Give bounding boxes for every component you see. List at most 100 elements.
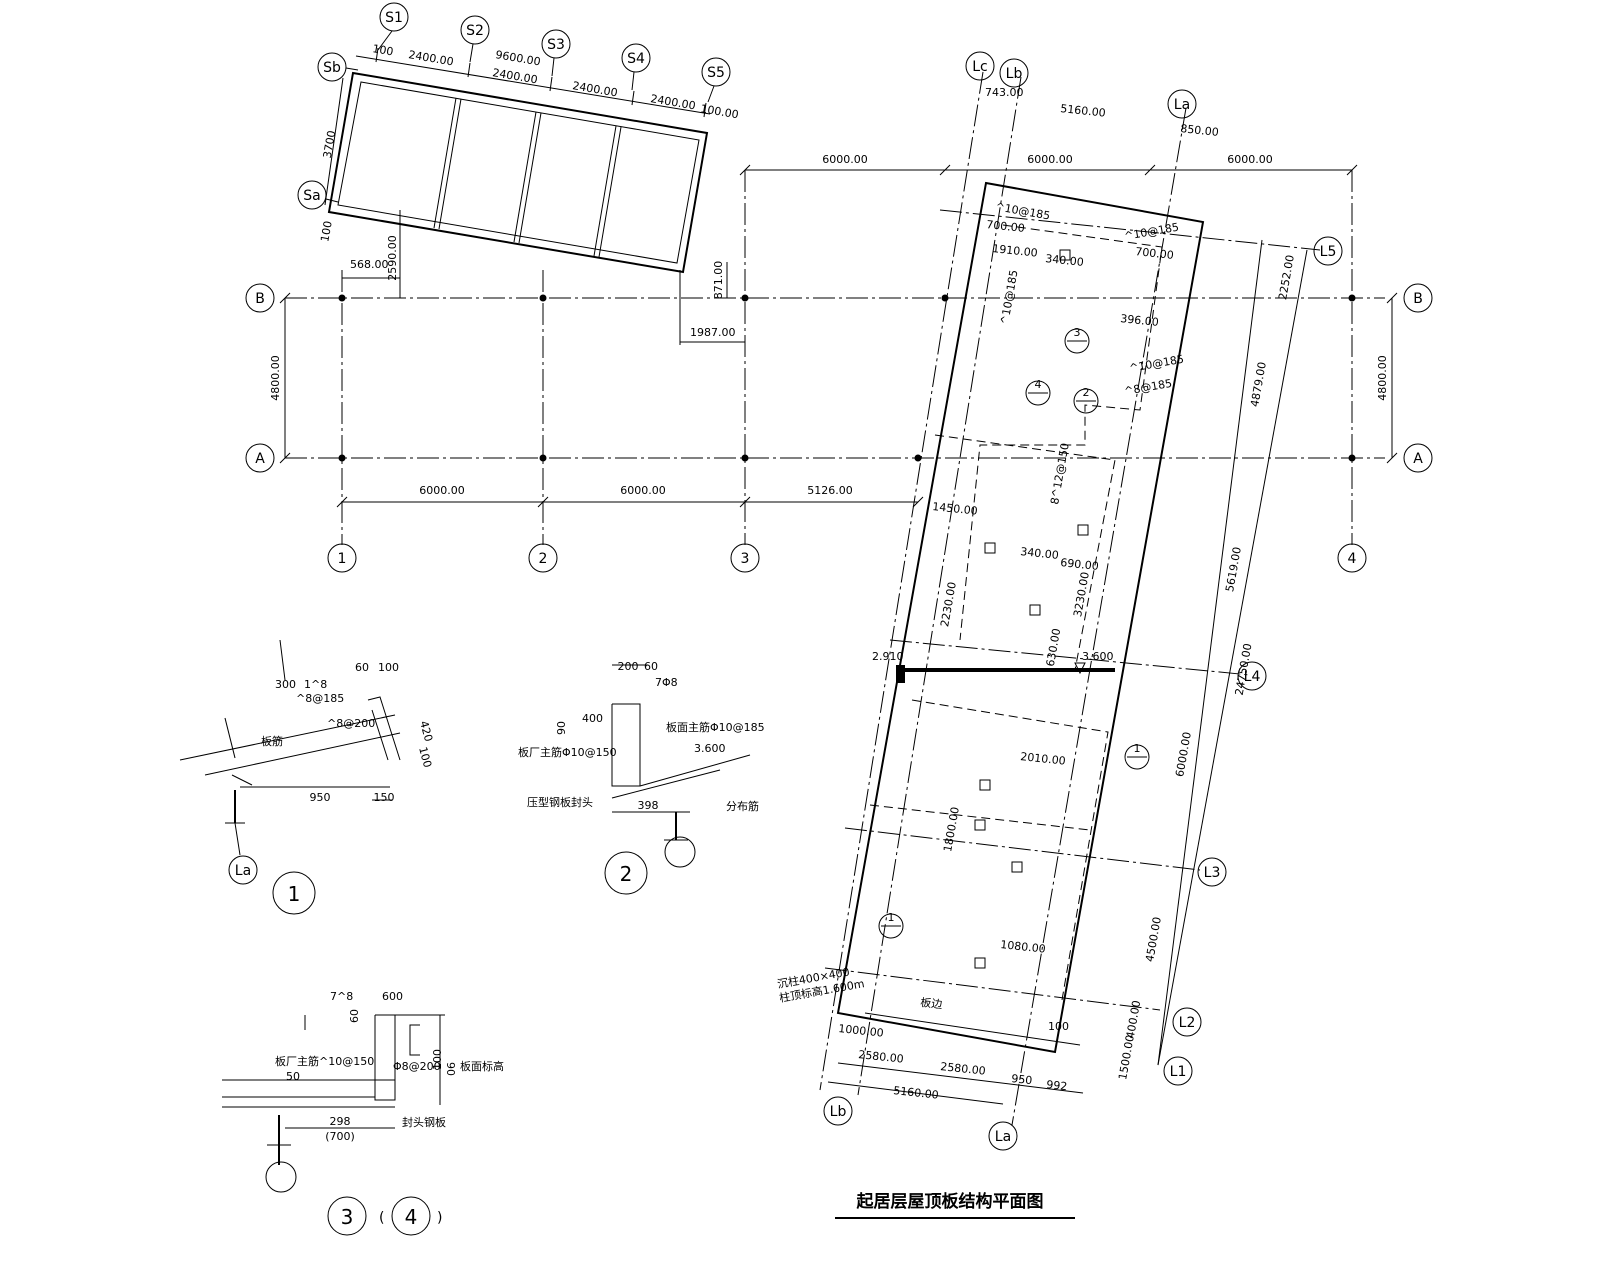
- l-dim-2580-a: 2580.00: [858, 1048, 905, 1066]
- svg-text:1: 1: [288, 882, 301, 906]
- detail-1-dim-150: 150: [374, 791, 395, 804]
- grid-bubble-a-right: A: [1403, 443, 1433, 473]
- detail-2-note-4: 3.600: [694, 742, 726, 755]
- opening-dim-340-a: 340.00: [1045, 252, 1085, 269]
- s-dim-2400-c: 2400.00: [571, 79, 618, 99]
- grid-bubble-4: 4: [1337, 543, 1367, 573]
- detail-1: La 1 950 150 60 100 420 100 300 1^8 ^8@1…: [179, 639, 435, 915]
- section-mark-4: 4: [1025, 378, 1051, 406]
- dim-bottom-3: 5126.00: [807, 484, 853, 497]
- column-marker: [896, 665, 905, 683]
- s-dim-100: 100: [371, 42, 394, 58]
- section-mark-1-right: 1: [1124, 742, 1150, 770]
- opening-dim-1910: 1910.00: [992, 242, 1039, 260]
- drawing-title: 起居层屋顶板结构平面图: [835, 1191, 1075, 1219]
- detail-1-dim-300: 300: [275, 678, 296, 691]
- detail-3-paren-open: (: [379, 1210, 384, 1226]
- svg-text:3: 3: [741, 551, 750, 567]
- detail-1-number: 1: [272, 871, 316, 915]
- l-dim-950: 950: [1011, 1072, 1033, 1087]
- bubble-s2: S2: [460, 15, 490, 63]
- grid-bubble-a-left: A: [245, 443, 275, 473]
- svg-text:1: 1: [338, 551, 347, 567]
- opening-dim-2230: 2230.00: [938, 581, 959, 628]
- rebar-note-2: ^10@185: [1123, 221, 1180, 243]
- slab-l: Lc Lb La L5 L4 L3 L2 L1 Lb La 743.00 516…: [776, 51, 1343, 1151]
- detail-1-note-1: 1^8: [304, 678, 327, 691]
- detail-2-note-5: 压型钢板封头: [527, 795, 593, 809]
- svg-text:4: 4: [405, 1205, 418, 1229]
- detail-3: 3 ( 4 ) 600 60 90 50 298 (700) 100 7^8 板…: [222, 990, 504, 1236]
- detail-3-dim-298: 298: [330, 1115, 351, 1128]
- svg-text:4: 4: [1035, 378, 1042, 391]
- slab-openings: [974, 249, 1089, 969]
- detail-2: 2 200 60 400 90 398 7Φ8 板面主筋Φ10@185 板厂主筋…: [518, 660, 765, 895]
- bubble-sa: Sa: [297, 180, 339, 210]
- detail-3-note-3: Φ8@200: [393, 1060, 441, 1073]
- svg-text:1: 1: [1134, 742, 1141, 755]
- grid-bubble-b-right: B: [1403, 283, 1433, 313]
- dim-1987: 1987.00: [690, 326, 736, 339]
- l-dim-1000: 1000.00: [838, 1022, 885, 1040]
- s-dim-3700: 3700: [321, 129, 339, 159]
- svg-text:S5: S5: [707, 65, 725, 81]
- l-dim-1500: 1500.00: [1116, 1034, 1137, 1081]
- grid-bubble-3: 3: [730, 543, 760, 573]
- opening-dim-3230: 3230.00: [1071, 571, 1092, 618]
- opening-dim-396: 396.00: [1120, 312, 1160, 329]
- l-dim-850: 850.00: [1180, 122, 1220, 139]
- elev-3600: 3.600: [1082, 650, 1114, 663]
- title-text: 起居层屋顶板结构平面图: [856, 1191, 1044, 1212]
- detail-3-number: 3: [327, 1196, 367, 1236]
- grid-bubble-1: 1: [327, 543, 357, 573]
- l-dim-6000: 6000.00: [1173, 731, 1194, 778]
- bubble-l5: L5: [1313, 236, 1343, 266]
- detail-2-dim-200: 200: [618, 660, 639, 673]
- detail-1-axis-bubble: La: [228, 855, 258, 885]
- section-mark-2: 2: [1073, 386, 1099, 414]
- detail-1-note-4: 板筋: [261, 734, 283, 748]
- svg-text:Lc: Lc: [972, 59, 988, 75]
- svg-text:L1: L1: [1170, 1064, 1187, 1080]
- bubble-la-top: La: [1167, 89, 1197, 119]
- svg-text:L5: L5: [1320, 244, 1337, 260]
- detail-3-note-2: 板厂主筋^10@150: [275, 1054, 374, 1068]
- detail-1-dim-420: 420: [417, 719, 435, 743]
- svg-text:La: La: [235, 863, 251, 879]
- svg-text:S4: S4: [627, 51, 645, 67]
- section-mark-1-left: 1: [878, 911, 904, 939]
- opening-dim-700-b: 700.00: [1135, 245, 1175, 262]
- detail-2-dim-60: 60: [644, 660, 658, 673]
- detail-2-note-1: 7Φ8: [655, 676, 678, 689]
- detail-1-dim-100-a: 100: [378, 661, 399, 674]
- detail-3-dim-700: (700): [325, 1130, 355, 1143]
- bubble-s4: S4: [621, 43, 651, 91]
- rebar-note-3: ^10@185: [998, 269, 1020, 326]
- dim-top-2: 6000.00: [1027, 153, 1073, 166]
- dim-568: 568.00: [350, 258, 389, 271]
- dim-bottom-1: 6000.00: [419, 484, 465, 497]
- detail-2-note-2: 板面主筋Φ10@185: [666, 720, 765, 734]
- bubble-lc: Lc: [965, 51, 995, 81]
- elev-2910: 2.910: [872, 650, 904, 663]
- dim-871: 871.00: [712, 261, 725, 300]
- svg-text:La: La: [1174, 97, 1190, 113]
- detail-1-dim-60: 60: [355, 661, 369, 674]
- l-dim-992: 992: [1046, 1078, 1068, 1093]
- l-dim-5160-bottom: 5160.00: [893, 1084, 940, 1102]
- opening-dim-690: 690.00: [1060, 556, 1100, 573]
- s-dim-2400-b: 2400.00: [491, 66, 538, 86]
- svg-text:S2: S2: [466, 23, 484, 39]
- opening-dim-1800: 1800.00: [941, 806, 962, 853]
- svg-text:S1: S1: [385, 10, 403, 26]
- bubble-l1: L1: [1163, 1056, 1193, 1086]
- l-dim-5160-top: 5160.00: [1060, 102, 1107, 120]
- bubble-la-bottom: La: [988, 1121, 1018, 1151]
- detail-2-number: 2: [604, 851, 648, 895]
- svg-text:2: 2: [539, 551, 548, 567]
- dim-top-3: 6000.00: [1227, 153, 1273, 166]
- dim-bottom-2: 6000.00: [620, 484, 666, 497]
- slab-edge-label: 板边: [920, 995, 943, 1011]
- detail-1-dim-950: 950: [310, 791, 331, 804]
- l-dim-743: 743.00: [985, 86, 1024, 99]
